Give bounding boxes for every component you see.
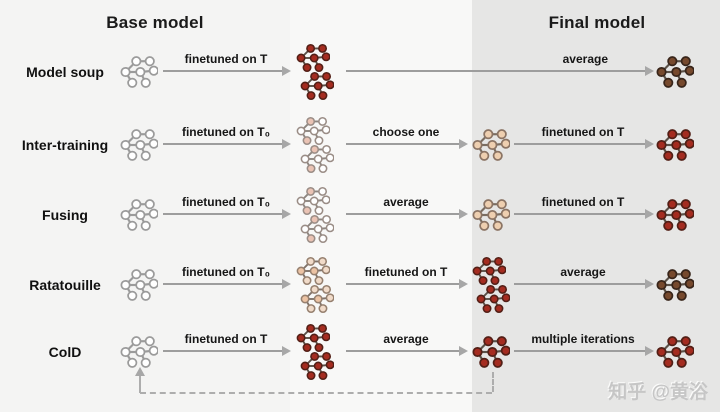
row-model-soup: Model soup finetuned on T average bbox=[0, 37, 720, 107]
row-inter-training: Inter-training finetuned on T₀ choose on… bbox=[0, 110, 720, 180]
arrow-label: choose one bbox=[372, 125, 440, 139]
average-arrow: average bbox=[346, 332, 468, 356]
arrow-label: finetuned on T₀ bbox=[181, 265, 271, 279]
row-cold: ColD finetuned on T average multiple ite… bbox=[0, 317, 720, 387]
arrow-line-icon bbox=[346, 209, 468, 219]
arrow-line-icon bbox=[163, 66, 291, 76]
arrow-line-icon bbox=[163, 279, 291, 289]
finetuned-models-stack bbox=[472, 256, 510, 315]
base-model-icon bbox=[120, 268, 158, 303]
finetune-arrow: finetuned on T₀ bbox=[163, 265, 291, 289]
finetune-arrow: finetuned on T bbox=[163, 52, 291, 76]
row-fusing: Fusing finetuned on T₀ average finetuned… bbox=[0, 180, 720, 250]
arrow-line-icon bbox=[346, 139, 468, 149]
final-model-icon bbox=[656, 55, 694, 90]
iterate-arrow: multiple iterations bbox=[514, 332, 654, 356]
base-model-icon bbox=[120, 128, 158, 163]
arrow-label: finetuned on T bbox=[364, 265, 448, 279]
average-arrow: average bbox=[346, 195, 468, 219]
final-model-icon bbox=[656, 335, 694, 370]
arrow-line-icon bbox=[514, 139, 654, 149]
arrow-label: finetuned on T bbox=[541, 195, 625, 209]
arrow-line-icon bbox=[346, 279, 468, 289]
intermediate-model-icon bbox=[472, 335, 510, 370]
base-model-icon bbox=[120, 335, 158, 370]
arrow-label: average bbox=[560, 265, 606, 279]
row-ratatouille: Ratatouille finetuned on T₀ finetuned on… bbox=[0, 250, 720, 320]
iteration-loop-line bbox=[139, 376, 141, 393]
finetune-arrow: finetuned on T₀ bbox=[163, 125, 291, 149]
base-model-header: Base model bbox=[106, 13, 204, 32]
average-arrow: average bbox=[346, 52, 654, 76]
arrow-label: finetuned on T bbox=[184, 332, 268, 346]
arrow-line-icon bbox=[514, 346, 654, 356]
arrow-line-icon bbox=[346, 346, 468, 356]
arrow-line-icon bbox=[163, 209, 291, 219]
arrow-label: multiple iterations bbox=[531, 332, 635, 346]
arrow-label: finetuned on T bbox=[184, 52, 268, 66]
iteration-loop-line bbox=[492, 372, 494, 392]
iteration-loop-line bbox=[140, 392, 492, 394]
final-model-header: Final model bbox=[548, 13, 646, 32]
final-model-icon bbox=[656, 268, 694, 303]
final-model-icon bbox=[656, 128, 694, 163]
finetuned-models-stack bbox=[296, 116, 334, 175]
arrow-line-icon bbox=[514, 209, 654, 219]
finetuned-models-stack bbox=[296, 186, 334, 245]
method-label: Ratatouille bbox=[29, 277, 101, 293]
finetune-arrow: finetuned on T bbox=[514, 125, 654, 149]
arrow-label: finetuned on T₀ bbox=[181, 195, 271, 209]
finetuned-models-stack bbox=[296, 43, 334, 102]
finetune-arrow: finetuned on T₀ bbox=[163, 195, 291, 219]
method-label: Inter-training bbox=[21, 137, 109, 153]
watermark: 知乎 @黄浴 bbox=[608, 382, 708, 403]
intermediate-model-icon bbox=[472, 128, 510, 163]
final-model-icon bbox=[656, 198, 694, 233]
finetuned-models-stack bbox=[296, 323, 334, 382]
arrow-label: average bbox=[562, 52, 608, 66]
arrow-line-icon bbox=[163, 346, 291, 356]
method-label: Model soup bbox=[26, 64, 104, 80]
finetune-arrow: finetuned on T bbox=[514, 195, 654, 219]
average-arrow: average bbox=[514, 265, 654, 289]
base-model-icon bbox=[120, 198, 158, 233]
arrow-label: finetuned on T₀ bbox=[181, 125, 271, 139]
arrow-line-icon bbox=[163, 139, 291, 149]
intermediate-model-icon bbox=[472, 198, 510, 233]
choose-one-arrow: choose one bbox=[346, 125, 468, 149]
base-model-icon bbox=[120, 55, 158, 90]
arrow-line-icon bbox=[346, 66, 654, 76]
method-label: ColD bbox=[48, 344, 82, 360]
arrow-label: average bbox=[383, 195, 429, 209]
loop-arrowhead-icon bbox=[135, 367, 145, 376]
arrow-label: average bbox=[383, 332, 429, 346]
arrow-label: finetuned on T bbox=[541, 125, 625, 139]
arrow-line-icon bbox=[514, 279, 654, 289]
method-label: Fusing bbox=[42, 207, 88, 223]
finetune-arrow: finetuned on T bbox=[346, 265, 468, 289]
finetune-arrow: finetuned on T bbox=[163, 332, 291, 356]
finetuned-models-stack bbox=[296, 256, 334, 315]
